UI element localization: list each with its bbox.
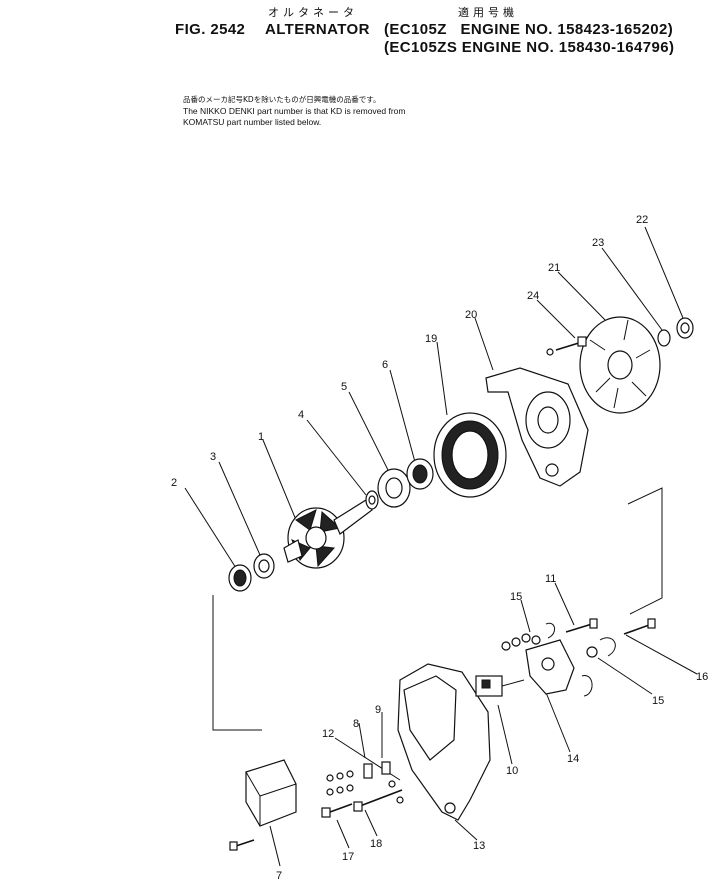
- callout-18: 18: [370, 838, 382, 850]
- part-5-retainer: [377, 468, 411, 508]
- part-11-bolt: [565, 618, 598, 633]
- callout-5: 5: [341, 381, 347, 393]
- note-english-1: The NIKKO DENKI part number is that KD i…: [183, 106, 406, 116]
- callout-7: 7: [276, 870, 282, 880]
- callout-24: 24: [527, 290, 539, 302]
- part-3-collar: [253, 553, 275, 579]
- note-japanese: 品番のメーカ記号KDを除いたものが日興電機の品番です。: [183, 95, 381, 104]
- part-18-bolt: [353, 789, 403, 812]
- part-22-nut: [676, 317, 694, 339]
- callout-8: 8: [353, 718, 359, 730]
- callout-23: 23: [592, 237, 604, 249]
- engine-range-1: (EC105Z ENGINE NO. 158423-165202): [384, 21, 674, 38]
- japanese-title: オルタネータ: [268, 6, 358, 19]
- figure-name: ALTERNATOR: [265, 21, 370, 38]
- callout-21: 21: [548, 262, 560, 274]
- part-17-bolt: [321, 803, 353, 818]
- part-13-rear-bracket: [397, 663, 491, 821]
- callout-22: 22: [636, 214, 648, 226]
- leader-lines: [184, 226, 698, 867]
- part-1-rotor: [283, 499, 373, 569]
- callout-16: 16: [696, 671, 708, 683]
- callout-15-lower: 15: [652, 695, 664, 707]
- callout-3: 3: [210, 451, 216, 463]
- callout-10: 10: [506, 765, 518, 777]
- note-english-2: KOMATSU part number listed below.: [183, 117, 322, 127]
- figure-number: FIG. 2542: [175, 21, 246, 38]
- japanese-applicable-label: 適用号機: [458, 6, 518, 19]
- part-24-bolt: [546, 336, 587, 356]
- callout-20: 20: [465, 309, 477, 321]
- callout-4: 4: [298, 409, 304, 421]
- callout-14: 14: [567, 753, 579, 765]
- part-8-spacer: [363, 763, 373, 779]
- part-20-front-bracket: [485, 367, 589, 487]
- callout-6: 6: [382, 359, 388, 371]
- callout-15-upper: 15: [510, 591, 522, 603]
- part-19-stator: [433, 412, 507, 498]
- part-10-brush-holder: [475, 675, 525, 697]
- callout-11: 11: [545, 573, 556, 585]
- callout-labels: 1 2 3 4 5 6 7 8 9 10 11 12 13 14 15 15 1…: [171, 214, 708, 880]
- part-4-washer: [365, 490, 379, 510]
- part-7-regulator: [229, 759, 297, 851]
- nut-set-upper: [501, 633, 531, 651]
- part-23-washer: [657, 329, 671, 347]
- part-2-bearing: [228, 564, 252, 592]
- callout-1: 1: [258, 431, 264, 443]
- callout-19: 19: [425, 333, 437, 345]
- callout-12: 12: [322, 728, 334, 740]
- part-16-bolt: [599, 618, 656, 657]
- callout-9: 9: [375, 704, 381, 716]
- part-21-fan: [579, 316, 661, 414]
- callout-2: 2: [171, 477, 177, 489]
- part-14-rectifier: [525, 639, 575, 695]
- callout-13: 13: [473, 840, 485, 852]
- part-15-clip-upper: [531, 622, 555, 645]
- callout-17: 17: [342, 851, 354, 863]
- part-15-clip-lower: [581, 646, 598, 697]
- engine-range-2: (EC105ZS ENGINE NO. 158430-164796): [384, 39, 675, 56]
- part-6-bearing: [406, 458, 434, 490]
- part-12-terminal-set: [326, 770, 404, 804]
- part-9-spacer: [381, 761, 391, 775]
